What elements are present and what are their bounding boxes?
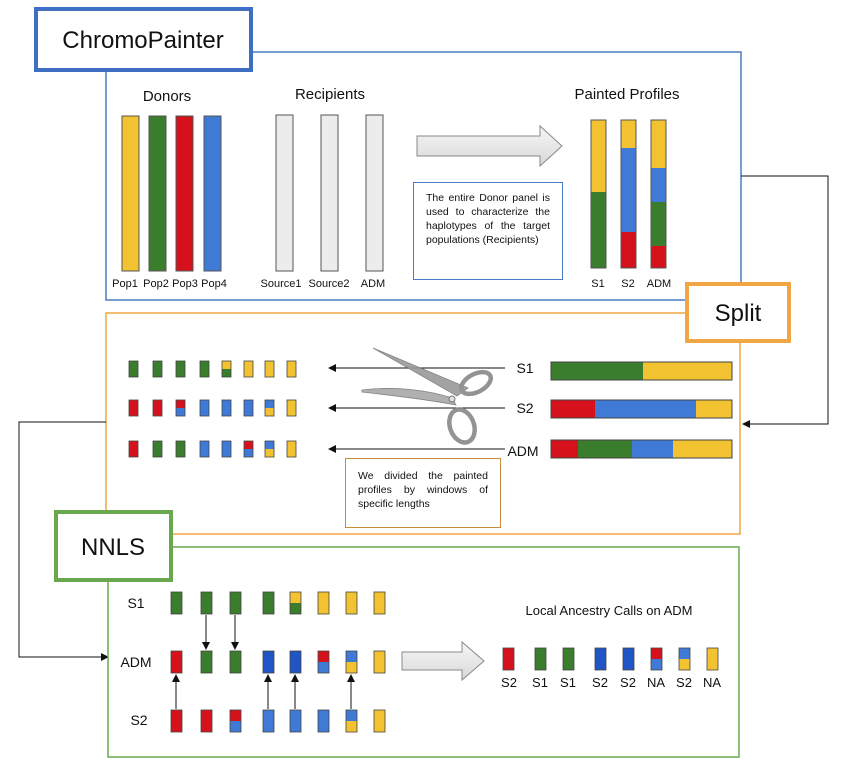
call-label: S2 [676, 675, 692, 690]
donor-bar-pop2 [148, 115, 167, 272]
connector-split-to-nnls [18, 421, 109, 661]
donors-heading: Donors [143, 88, 191, 105]
donor-panel-note: The entire Donor panel is used to charac… [413, 182, 563, 280]
profile-label-s1: S1 [591, 278, 604, 290]
split-profile-s1 [550, 361, 733, 381]
chromopainter-title-box [34, 7, 253, 72]
split-title: Split [715, 300, 762, 327]
donor-bar-pop3 [175, 115, 194, 272]
nnls-row-label-s1: S1 [127, 595, 144, 611]
recipient-bar-adm [365, 114, 384, 272]
split-windows-s2 [128, 399, 297, 417]
connector-cp-to-split [741, 175, 829, 428]
nnls-row-label-s2: S2 [130, 712, 147, 728]
split-row-label-s2: S2 [516, 400, 533, 416]
donor-label-pop1: Pop1 [112, 278, 138, 290]
call-label: S1 [560, 675, 576, 690]
split-profile-s2 [550, 399, 733, 419]
profile-label-s2: S2 [621, 278, 634, 290]
painted-profile-adm [650, 119, 667, 269]
donor-label-pop4: Pop4 [201, 278, 227, 290]
call-label: NA [703, 675, 721, 690]
recipients-heading: Recipients [295, 86, 365, 103]
chromopainter-title: ChromoPainter [62, 27, 223, 54]
painted-profile-s2 [620, 119, 637, 269]
nnls-windows-adm [170, 650, 386, 674]
split-windows-adm [128, 440, 297, 458]
nnls-row-label-adm: ADM [120, 654, 151, 670]
nnls-windows-s1 [170, 591, 386, 615]
recipient-bar-source2 [320, 114, 339, 272]
call-label: S2 [620, 675, 636, 690]
recipient-label-source2: Source2 [309, 278, 350, 290]
split-profile-adm [550, 439, 733, 459]
call-label: NA [647, 675, 665, 690]
call-label: S2 [592, 675, 608, 690]
call-label: S1 [532, 675, 548, 690]
donor-bars [121, 115, 222, 272]
donor-label-pop3: Pop3 [172, 278, 198, 290]
painting-arrow [416, 124, 563, 168]
recipient-label-source1: Source1 [261, 278, 302, 290]
recipient-label-adm: ADM [361, 278, 385, 290]
profile-label-adm: ADM [647, 278, 671, 290]
nnls-windows-s2 [170, 709, 386, 733]
calls-heading: Local Ancestry Calls on ADM [526, 603, 693, 618]
donor-bar-pop4 [203, 115, 222, 272]
split-windows-s1 [128, 360, 297, 378]
nnls-title: NNLS [81, 534, 145, 561]
split-row-label-s1: S1 [516, 360, 533, 376]
call-label: S2 [501, 675, 517, 690]
nnls-assignment-arrows [172, 615, 355, 709]
calls-arrow [401, 640, 485, 682]
recipient-bar-source1 [275, 114, 294, 272]
split-title-box [685, 282, 791, 343]
ancestry-call-windows [502, 647, 719, 671]
split-row-label-adm: ADM [507, 443, 538, 459]
scissors-icon [361, 347, 493, 445]
painted-profile-s1 [590, 119, 607, 269]
donor-bar-pop1 [121, 115, 140, 272]
split-note: We divided the painted profiles by windo… [345, 458, 501, 528]
painted-profiles-heading: Painted Profiles [574, 86, 679, 103]
recipient-bars [275, 114, 384, 272]
donor-label-pop2: Pop2 [143, 278, 169, 290]
nnls-title-box [54, 510, 173, 582]
